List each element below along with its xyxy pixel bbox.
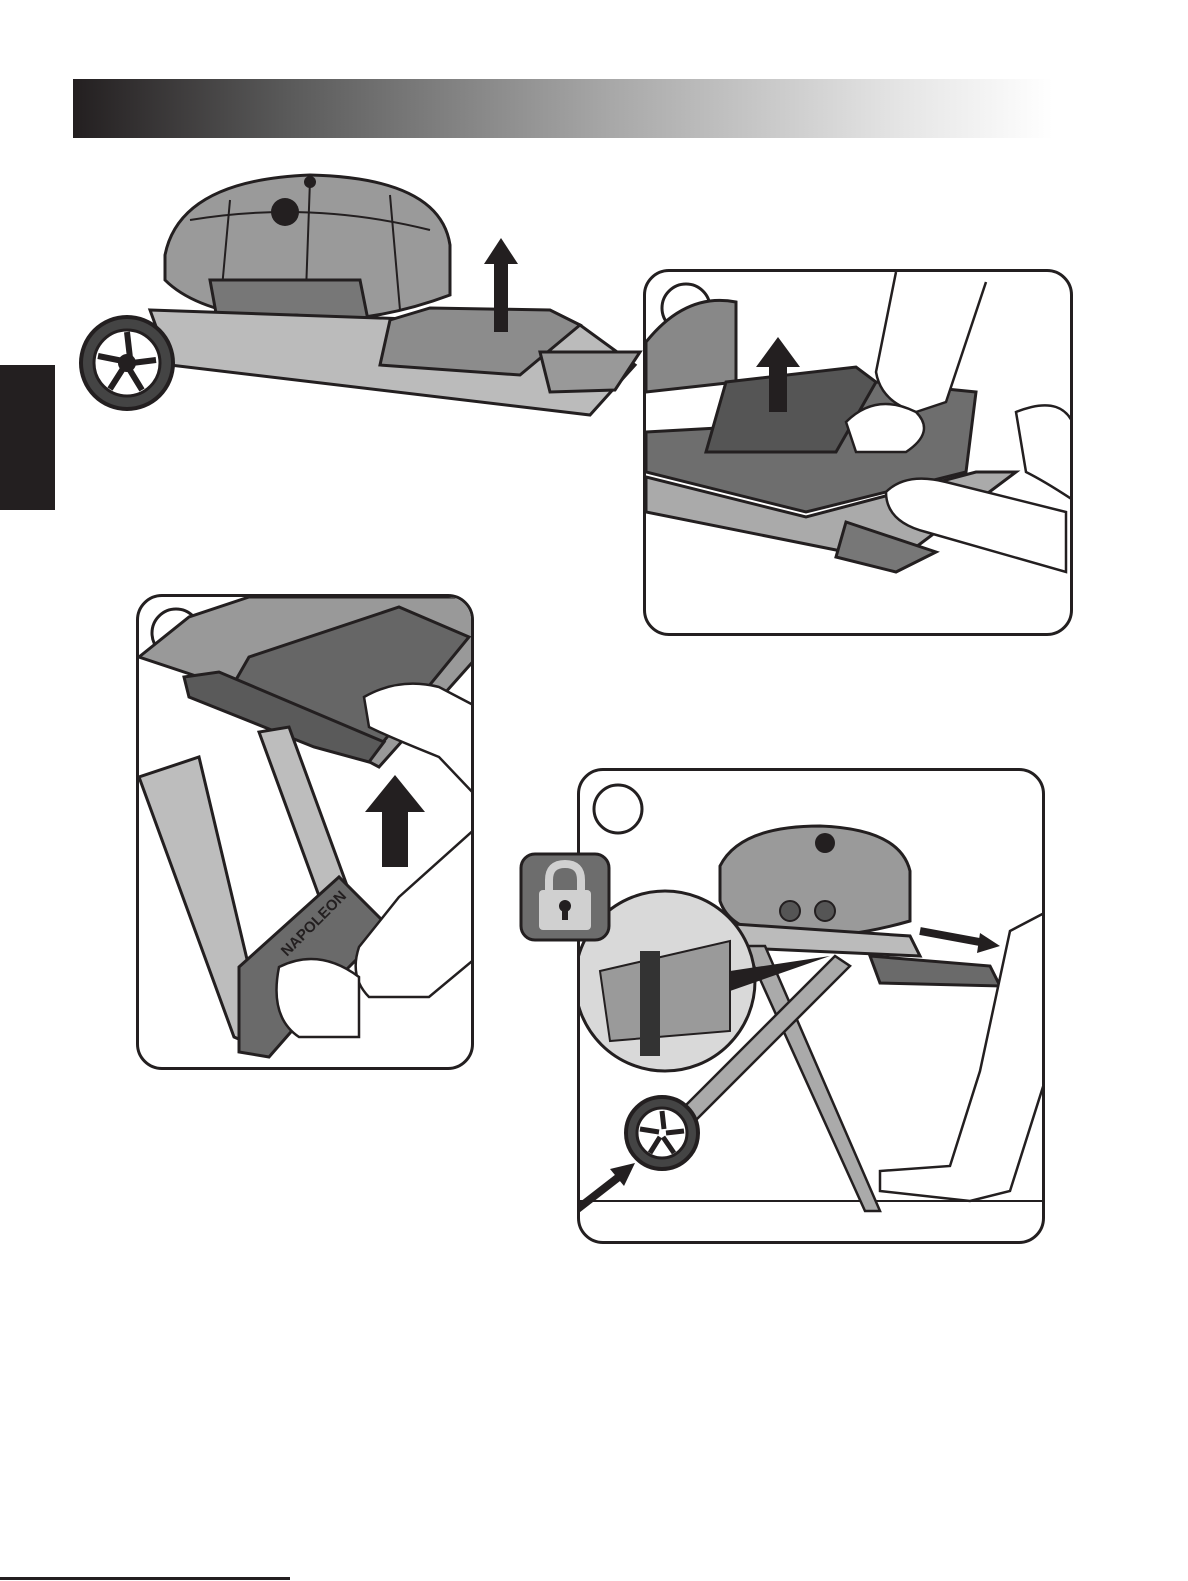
standing-cart-illustration	[580, 771, 1045, 1244]
arrow-right-icon	[920, 931, 1000, 953]
step-panel-standing-cart	[577, 768, 1045, 1244]
raise-leg-illustration: NAPOLEON	[139, 597, 474, 1070]
step-panel-raise-leg: NAPOLEON	[136, 594, 474, 1070]
lift-shelf-illustration	[646, 272, 1073, 636]
footer-rule	[0, 1577, 290, 1580]
arrow-diagonal-icon	[580, 1163, 635, 1211]
brand-emblem-icon	[271, 198, 299, 226]
step-panel-lift-shelf	[643, 269, 1073, 636]
control-knob-icon	[815, 901, 835, 921]
brand-emblem-icon	[815, 833, 835, 853]
padlock-icon	[519, 852, 611, 942]
section-side-tab	[0, 365, 55, 510]
arrow-up-icon	[365, 775, 425, 867]
step-marker-icon	[594, 785, 642, 833]
section-header-bar	[73, 79, 1053, 138]
grill-on-cart-illustration	[70, 160, 650, 430]
control-knob-icon	[780, 901, 800, 921]
